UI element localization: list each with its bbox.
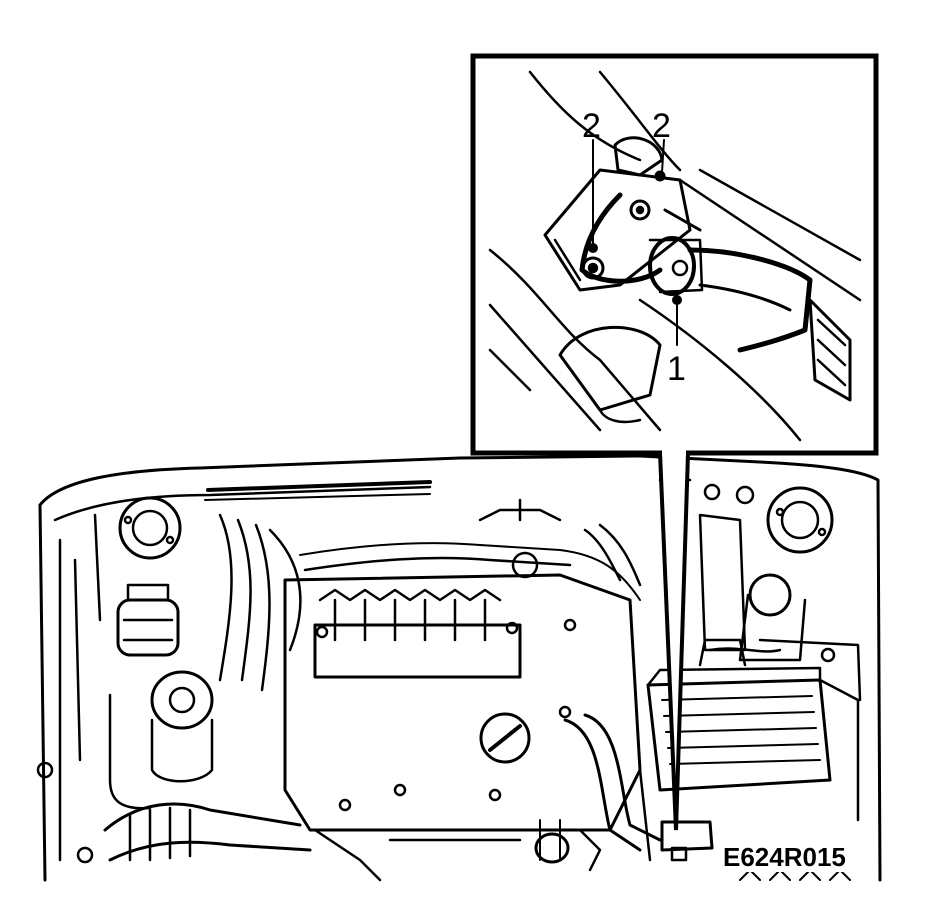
leader-line-2b xyxy=(661,139,665,173)
callout-label-1: 1 xyxy=(667,350,686,388)
inset-frame xyxy=(470,53,879,456)
callout-label-2b: 2 xyxy=(652,107,671,145)
figure-code: E624R015 xyxy=(723,842,846,872)
callout-label-2a: 2 xyxy=(582,107,601,145)
inset-pointer xyxy=(658,450,690,831)
detail-inset: 2 2 1 xyxy=(470,53,879,456)
engine-bay-overview xyxy=(36,454,882,882)
